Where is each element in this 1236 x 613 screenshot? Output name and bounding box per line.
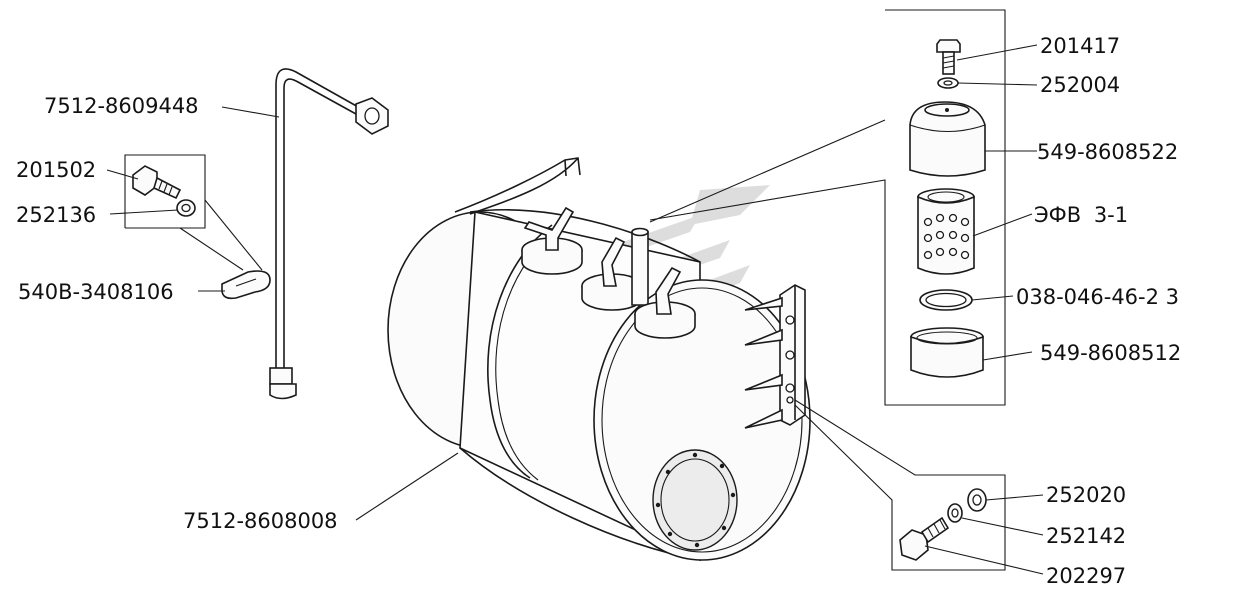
- access-cover: [652, 449, 738, 551]
- fuel-tube: [269, 68, 389, 400]
- label-filter-base: 549-8608512: [1040, 341, 1181, 365]
- label-washer-clip: 252136: [16, 203, 96, 227]
- leader-lines: [106, 44, 1044, 575]
- label-washer-flat: 252020: [1046, 483, 1126, 507]
- label-filter-cap: 549-8608522: [1037, 140, 1178, 164]
- cover-bolts: [655, 452, 736, 548]
- label-o-ring: 038-046-46-2 3: [1016, 285, 1179, 309]
- label-filter-washer: 252004: [1040, 73, 1120, 97]
- label-tube: 7512-8609448: [44, 94, 199, 118]
- label-bracket-bolt: 202297: [1046, 564, 1126, 588]
- filter-assembly-box: [649, 9, 1006, 406]
- label-bolt-clip: 201502: [16, 158, 96, 182]
- tank-fittings: [521, 206, 696, 339]
- fuel-tank: [387, 157, 811, 562]
- filter-element-holes: [923, 213, 970, 260]
- label-filter-bolt: 201417: [1040, 34, 1120, 58]
- label-washer-spring: 252142: [1046, 524, 1126, 548]
- callout-labels: 7512-8609448 201502 252136 540B-3408106 …: [16, 34, 1181, 588]
- tank-bracket: [744, 284, 806, 429]
- label-clip: 540B-3408106: [18, 280, 174, 304]
- bracket-hardware-box: [794, 399, 1006, 571]
- clip-assembly-box: [124, 154, 271, 300]
- label-tank: 7512-8608008: [183, 509, 338, 533]
- label-filter-element: ЭФВ 3-1: [1034, 203, 1128, 227]
